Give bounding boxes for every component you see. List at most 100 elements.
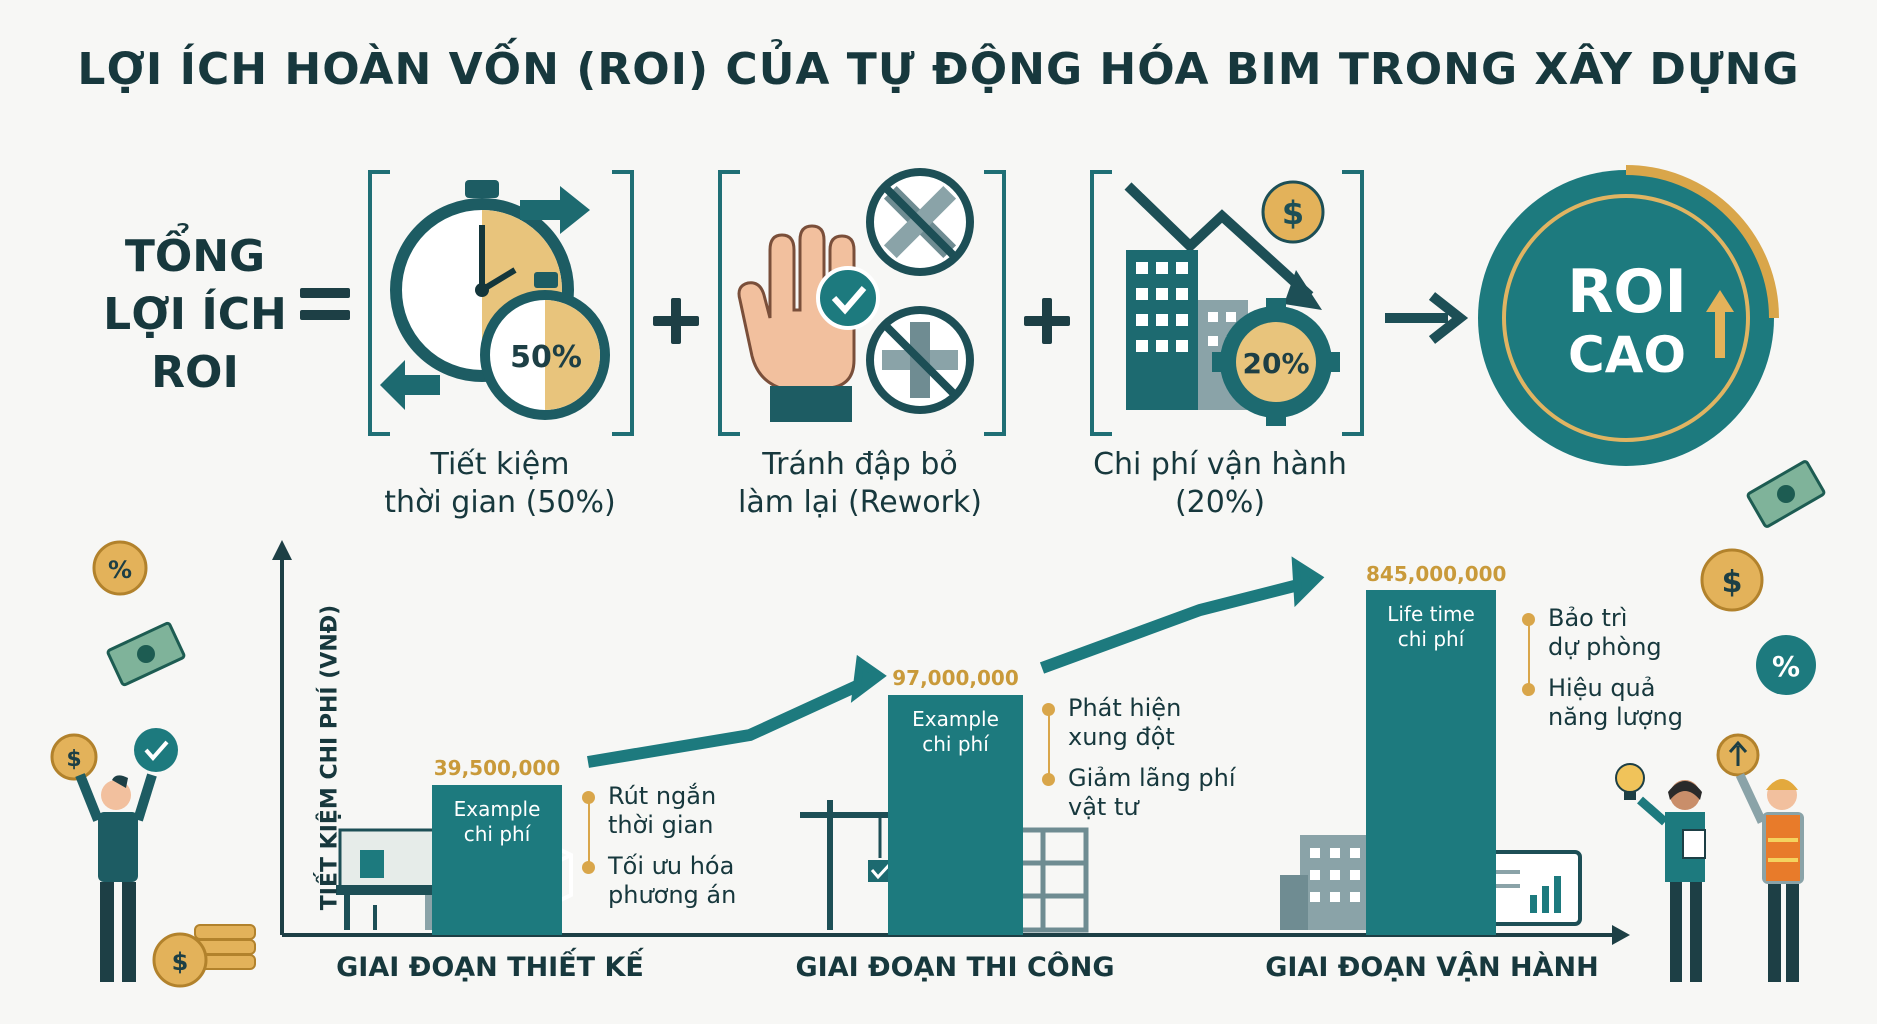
hand-stop-icon — [737, 224, 880, 422]
phase3-note-line — [1528, 622, 1530, 692]
bracket-left-2 — [718, 170, 740, 436]
lhs-line-2: LỢI ÍCH — [103, 289, 287, 340]
bracket-right-3 — [1342, 170, 1364, 436]
office-building-icon — [1280, 835, 1370, 930]
bracket-right-1 — [612, 170, 634, 436]
phase2-note-1-line-2: xung đột — [1068, 723, 1175, 751]
phase1-note-1-line-1: Rút ngắn — [608, 782, 717, 810]
phase3-value: 845,000,000 — [1366, 562, 1507, 586]
phase1-note-2-line-2: phương án — [608, 881, 737, 909]
plus-icon-2 — [1024, 298, 1070, 344]
benefit-label-time: Tiết kiệm thời gian (50%) — [370, 446, 630, 522]
growth-arrow — [587, 556, 1325, 768]
phase3-notes: Bảo trì dự phòng Hiệu quả năng lượng — [1520, 604, 1683, 744]
phase1-bar: Example chi phí — [432, 785, 562, 935]
benefit-ops-line-2: (20%) — [1174, 485, 1266, 520]
equals-sign-icon — [300, 288, 350, 322]
up-arrow-coin-icon — [1716, 733, 1760, 777]
benefit-ops-line-1: Chi phí vận hành — [1093, 447, 1347, 482]
phase3-note-1-line-1: Bảo trì — [1548, 604, 1628, 632]
phase2-bar-line-1: Example — [912, 707, 999, 731]
badge-20: 20% — [1242, 347, 1309, 380]
svg-text:$: $ — [172, 948, 189, 976]
svg-text:$: $ — [66, 747, 81, 772]
coin-stack-icon: $ — [152, 924, 256, 988]
svg-text:$: $ — [1722, 565, 1743, 600]
lightbulb-icon — [1615, 763, 1645, 800]
check-coin-icon — [134, 728, 178, 772]
benefit-time-line-1: Tiết kiệm — [430, 447, 570, 482]
benefit-label-rework: Tránh đập bỏ làm lại (Rework) — [720, 446, 1000, 522]
phase1-notes: Rút ngắn thời gian Tối ưu hóa phương án — [580, 782, 736, 922]
phase1-note-1: Rút ngắn thời gian — [580, 782, 736, 840]
benefit-label-operations: Chi phí vận hành (20%) — [1080, 446, 1360, 522]
no-pipe-icon — [866, 306, 974, 414]
businessman-figure — [75, 773, 157, 982]
phase3-bar-line-2: chi phí — [1397, 627, 1465, 651]
dollar-coin-right-icon: $ — [1700, 548, 1764, 612]
phase3-note-2: Hiệu quả năng lượng — [1520, 674, 1683, 732]
phase2-note-line — [1048, 712, 1050, 782]
benefit-time-line-2: thời gian (50%) — [384, 485, 616, 520]
phase1-note-line — [588, 800, 590, 870]
svg-text:%: % — [1772, 650, 1800, 683]
percent-coin-right-icon: % — [1756, 635, 1816, 695]
phase3-bar-line-1: Life time — [1387, 602, 1475, 626]
phase1-note-1-line-2: thời gian — [608, 811, 714, 839]
phase3-bar: Life time chi phí — [1366, 590, 1496, 935]
stopwatch-icon: 50% — [380, 180, 610, 420]
phase3-name: GIAI ĐOẠN VẬN HÀNH — [1265, 952, 1599, 983]
dashboard-chart-icon — [1483, 850, 1582, 926]
dollar-coin-icon: $ — [50, 733, 98, 781]
bracket-left-3 — [1090, 170, 1112, 436]
badge-50: 50% — [510, 340, 582, 375]
banknote-right-icon — [1746, 460, 1826, 528]
roi-line-2: CAO — [1568, 326, 1686, 384]
phase2-note-1-line-1: Phát hiện — [1068, 694, 1182, 722]
benefit-rework-line-2: làm lại (Rework) — [737, 485, 983, 520]
woman-figure — [1637, 780, 1706, 982]
no-beam-icon — [866, 168, 974, 276]
y-axis-label: TIẾT KIỆM CHI PHÍ (VNĐ) — [317, 604, 343, 911]
bracket-right-2 — [984, 170, 1006, 436]
percent-coin-icon: % — [92, 540, 148, 596]
building-gear-icon: $ 20% — [1124, 180, 1340, 426]
phase3-note-1-line-2: dự phòng — [1548, 633, 1662, 661]
roi-line-1: ROI — [1567, 257, 1687, 327]
svg-text:$: $ — [1282, 194, 1304, 232]
phase2-name: GIAI ĐOẠN THI CÔNG — [795, 952, 1115, 983]
crane-icon — [800, 800, 905, 930]
phase1-note-2: Tối ưu hóa phương án — [580, 852, 736, 910]
phase3-note-2-line-2: năng lượng — [1548, 703, 1683, 731]
lhs-line-1: TỔNG — [124, 231, 266, 282]
plus-icon-1 — [653, 298, 699, 344]
phase1-bar-line-1: Example — [453, 797, 541, 821]
benefit-rework-line-1: Tránh đập bỏ — [762, 447, 958, 482]
banknote-icon — [106, 621, 186, 687]
phase3-note-2-line-1: Hiệu quả — [1548, 674, 1656, 702]
phase2-bar: Example chi phí — [888, 695, 1023, 935]
page-title: LỢI ÍCH HOÀN VỐN (ROI) CỦA TỰ ĐỘNG HÓA B… — [77, 44, 1800, 95]
phase1-bar-line-2: chi phí — [463, 822, 531, 846]
phase2-note-1: Phát hiện xung đột — [1040, 694, 1236, 752]
lhs-line-3: ROI — [151, 347, 239, 398]
engineer-figure — [1735, 773, 1804, 982]
design-desk-icon — [336, 828, 446, 930]
svg-text:%: % — [108, 556, 132, 584]
roi-badge — [1478, 165, 1779, 466]
total-benefit-label: TỔNG LỢI ÍCH ROI — [80, 228, 310, 402]
phase2-note-2-line-2: vật tư — [1068, 793, 1139, 821]
bracket-left-1 — [368, 170, 390, 436]
phase2-note-2: Giảm lãng phí vật tư — [1040, 764, 1236, 822]
phase2-value: 97,000,000 — [892, 666, 1019, 690]
phase2-notes: Phát hiện xung đột Giảm lãng phí vật tư — [1040, 694, 1236, 834]
phase1-name: GIAI ĐOẠN THIẾT KẾ — [336, 952, 644, 983]
phase1-value: 39,500,000 — [433, 756, 561, 780]
phase3-note-1: Bảo trì dự phòng — [1520, 604, 1683, 662]
phase2-note-2-line-1: Giảm lãng phí — [1068, 764, 1236, 792]
phase2-bar-line-2: chi phí — [922, 732, 989, 756]
chart-axes — [272, 540, 1630, 945]
phase1-note-2-line-1: Tối ưu hóa — [608, 852, 735, 880]
roi-result-text: ROI CAO — [1552, 258, 1702, 384]
